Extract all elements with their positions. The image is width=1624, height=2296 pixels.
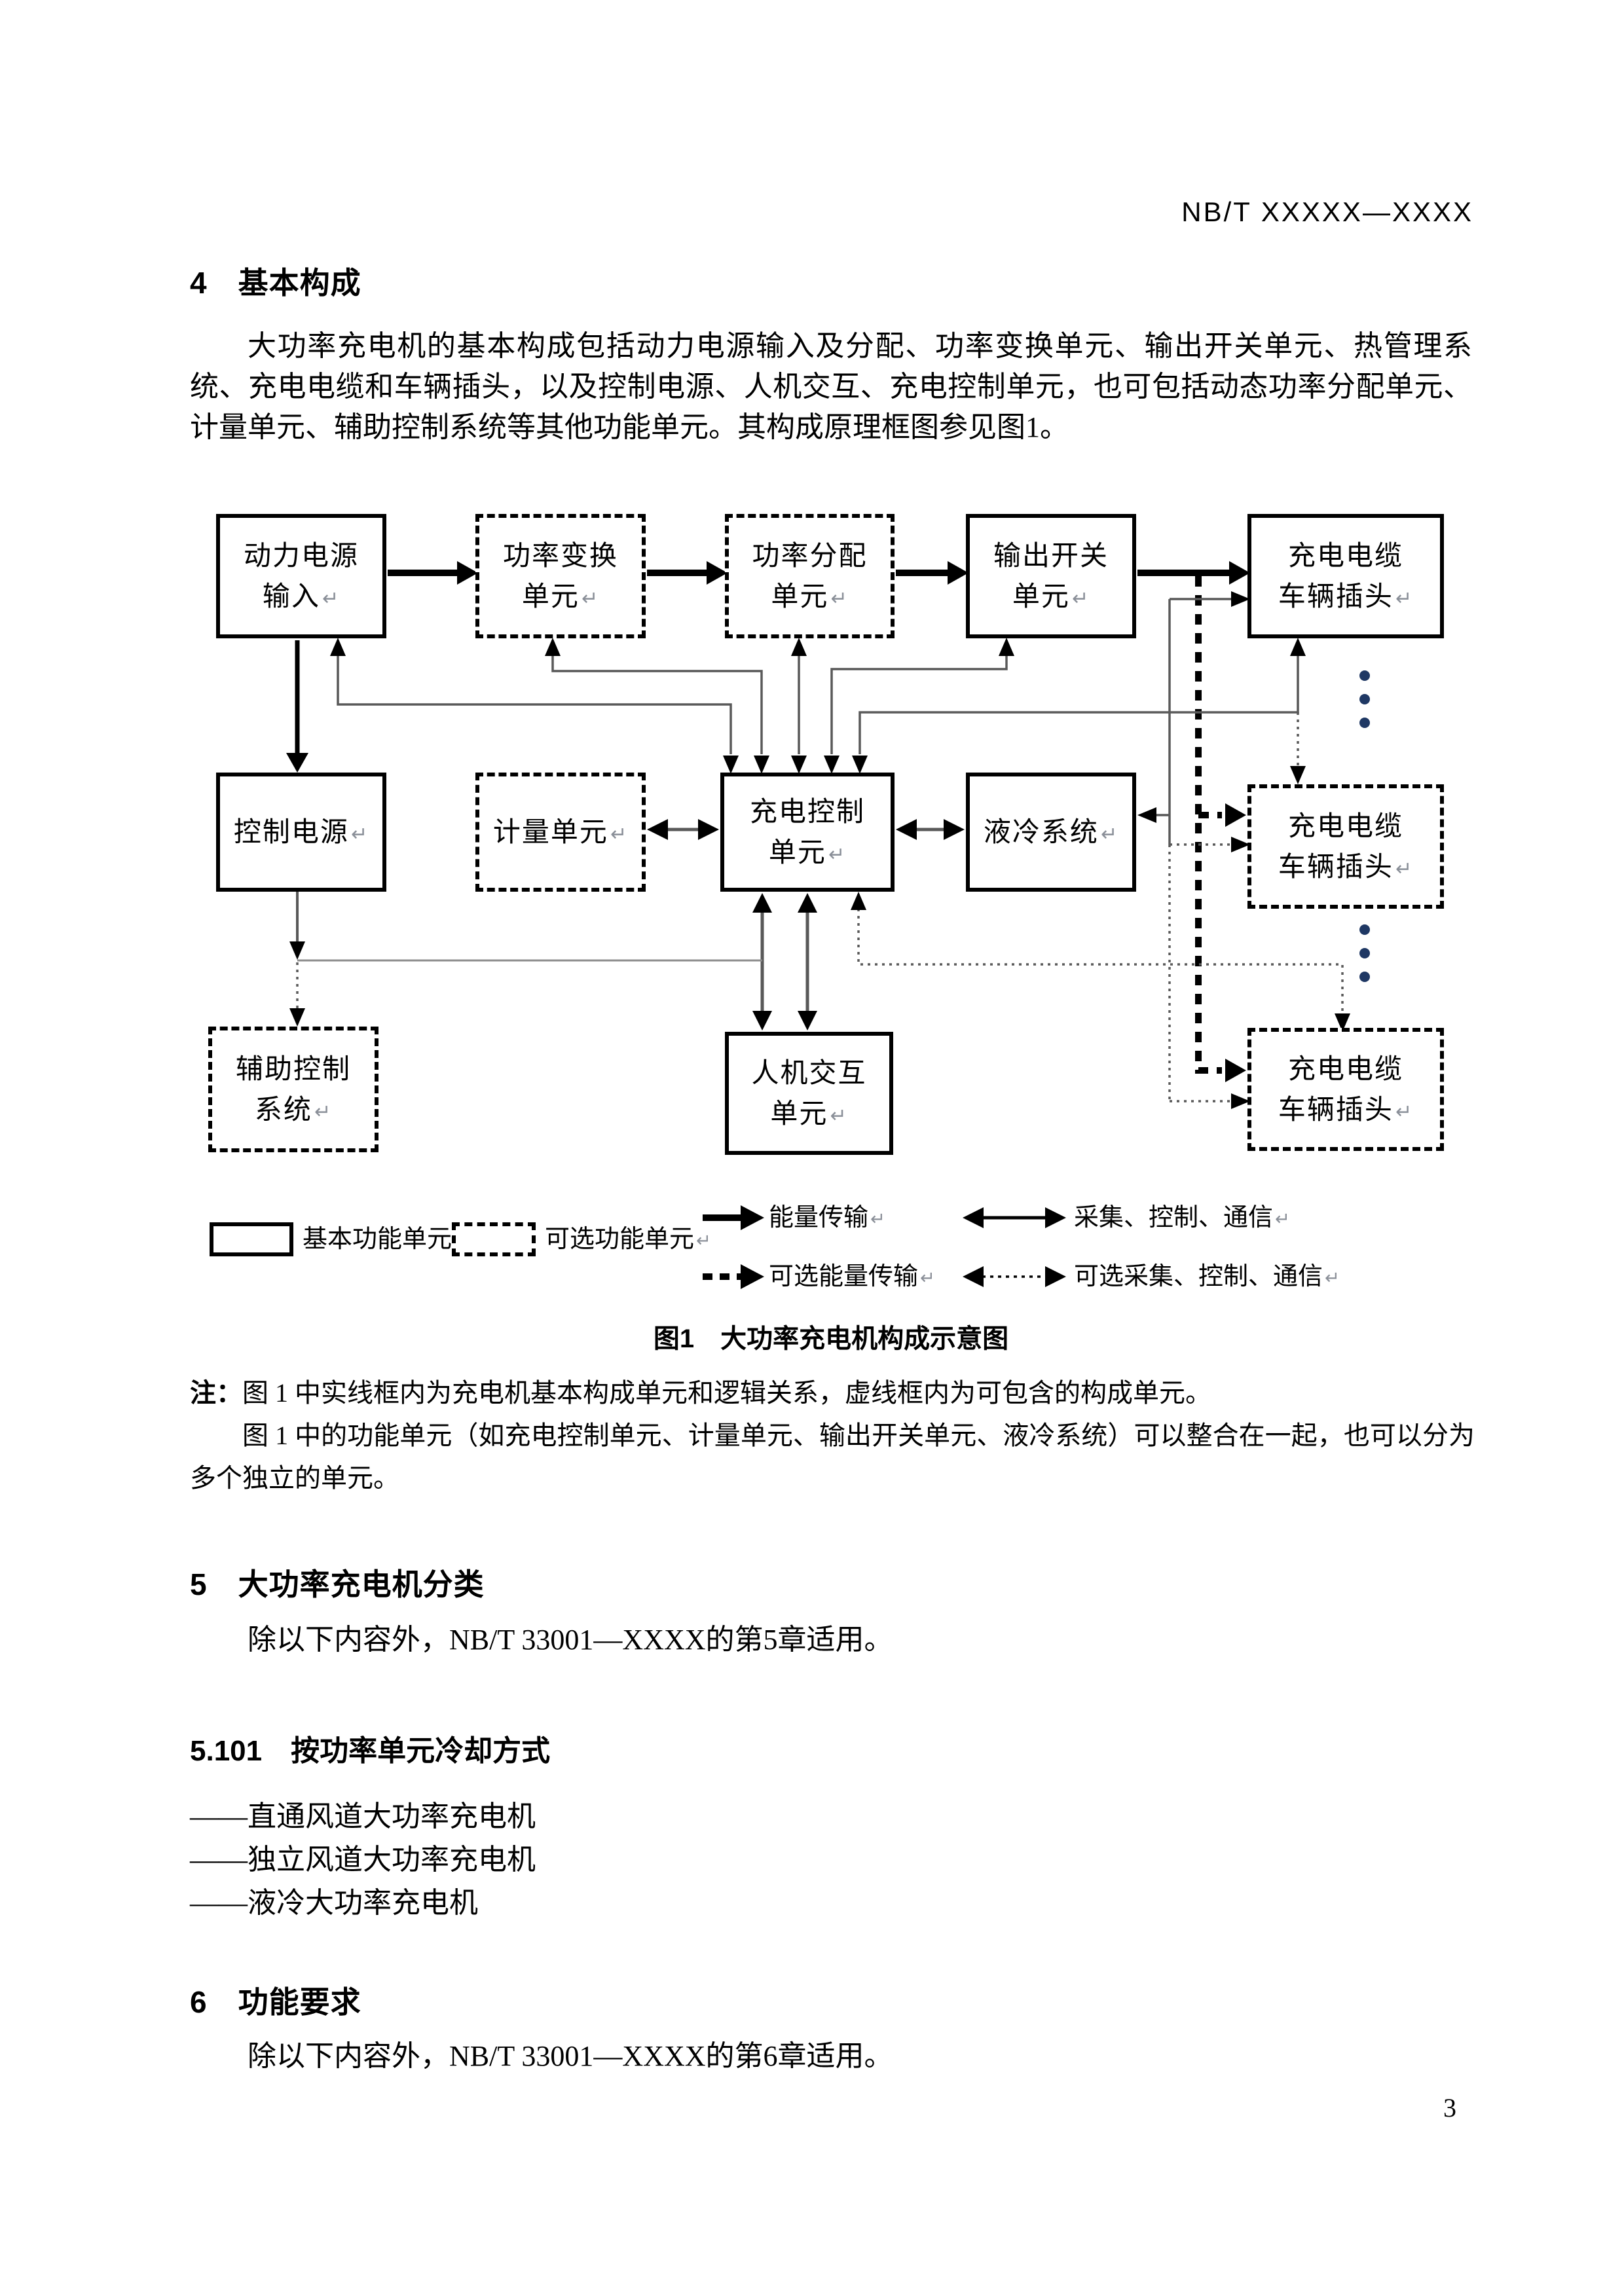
return-mark-icon: ↵ — [696, 1230, 711, 1250]
box-hmi-unit: 人机交互 单元↵ — [725, 1032, 893, 1155]
box-power-distribution-unit: 功率分配 单元↵ — [725, 514, 895, 638]
section6-heading: 6 功能要求 — [190, 1985, 361, 2019]
return-mark-icon: ↵ — [1100, 823, 1119, 845]
legend-control-label: 采集、控制、通信↵ — [1074, 1204, 1290, 1231]
return-mark-icon: ↵ — [830, 588, 849, 610]
return-mark-icon: ↵ — [1275, 1209, 1290, 1229]
legend-optional-unit-label: 可选功能单元↵ — [545, 1226, 711, 1253]
legend-basic-unit-swatch — [210, 1222, 293, 1256]
box-power-input: 动力电源 输入↵ — [216, 514, 386, 638]
figure1-note1: 注：图 1 中实线框内为充电机基本构成单元和逻辑关系，虚线框内为可包含的构成单元… — [190, 1378, 1211, 1408]
legend-basic-unit-label: 基本功能单元↵ — [303, 1222, 469, 1256]
cooling-type-item-3: ——液冷大功率充电机 — [190, 1887, 478, 1919]
return-mark-icon: ↵ — [610, 823, 629, 845]
legend-optional-energy-label: 可选能量传输↵ — [769, 1263, 935, 1290]
return-mark-icon: ↵ — [920, 1267, 935, 1288]
section4-heading: 4 基本构成 — [190, 266, 361, 300]
legend-energy-label: 能量传输↵ — [769, 1204, 885, 1231]
box-charging-cable-plug-1: 充电电缆 车辆插头↵ — [1247, 514, 1444, 638]
legend-control-arrows — [963, 1207, 1066, 1287]
box-charging-cable-plug-3: 充电电缆 车辆插头↵ — [1247, 1028, 1444, 1151]
figure1-note2: 图 1 中的功能单元（如充电控制单元、计量单元、输出开关单元、液冷系统）可以整合… — [190, 1421, 1475, 1493]
note-label: 注： — [190, 1379, 242, 1408]
return-mark-icon: ↵ — [1325, 1267, 1340, 1288]
return-mark-icon: ↵ — [581, 588, 600, 610]
figure1-connector-layer — [286, 561, 1370, 1289]
cooling-type-item-2: ——独立风道大功率充电机 — [190, 1844, 536, 1876]
figure1-caption: 图1 大功率充电机构成示意图 — [653, 1324, 1009, 1353]
return-mark-icon: ↵ — [830, 1105, 848, 1127]
energy-arrows — [286, 561, 1250, 773]
section5-101-heading: 5.101 按功率单元冷却方式 — [190, 1735, 551, 1767]
return-mark-icon: ↵ — [870, 1209, 885, 1229]
box-aux-control-system: 辅助控制 系统↵ — [208, 1027, 378, 1152]
return-mark-icon: ↵ — [828, 844, 847, 866]
box-power-conversion-unit: 功率变换 单元↵ — [475, 514, 646, 638]
return-mark-icon: ↵ — [350, 823, 369, 845]
control-lines — [289, 591, 1350, 1109]
cooling-type-item-1: ——直通风道大功率充电机 — [190, 1800, 536, 1832]
box-metering-unit: 计量单元↵ — [475, 773, 646, 892]
box-charging-control-unit: 充电控制 单元↵ — [720, 773, 895, 892]
return-mark-icon: ↵ — [1395, 588, 1414, 610]
return-mark-icon: ↵ — [1071, 588, 1090, 610]
section5-body: 除以下内容外，NB/T 33001—XXXX的第5章适用。 — [248, 1624, 893, 1656]
legend-optional-unit-swatch — [452, 1222, 536, 1256]
box-control-power: 控制电源↵ — [216, 773, 386, 892]
section6-body: 除以下内容外，NB/T 33001—XXXX的第6章适用。 — [248, 2040, 893, 2072]
return-mark-icon: ↵ — [322, 588, 341, 610]
return-mark-icon: ↵ — [314, 1101, 333, 1123]
ellipsis-dots — [1359, 670, 1370, 982]
optional-energy-arrows — [703, 576, 1246, 1289]
legend-optional-control-label: 可选采集、控制、通信↵ — [1074, 1263, 1340, 1290]
box-charging-cable-plug-2: 充电电缆 车辆插头↵ — [1247, 784, 1444, 909]
box-output-switch-unit: 输出开关 单元↵ — [966, 514, 1136, 638]
return-mark-icon: ↵ — [1395, 858, 1414, 880]
section5-heading: 5 大功率充电机分类 — [190, 1567, 485, 1601]
return-mark-icon: ↵ — [1395, 1101, 1414, 1123]
section4-paragraph: 大功率充电机的基本构成包括动力电源输入及分配、功率变换单元、输出开关单元、热管理… — [190, 330, 1472, 443]
doc-header-code: NB/T XXXXX—XXXX — [1181, 196, 1473, 227]
page-number: 3 — [1443, 2093, 1456, 2123]
box-liquid-cooling-system: 液冷系统↵ — [966, 773, 1136, 892]
